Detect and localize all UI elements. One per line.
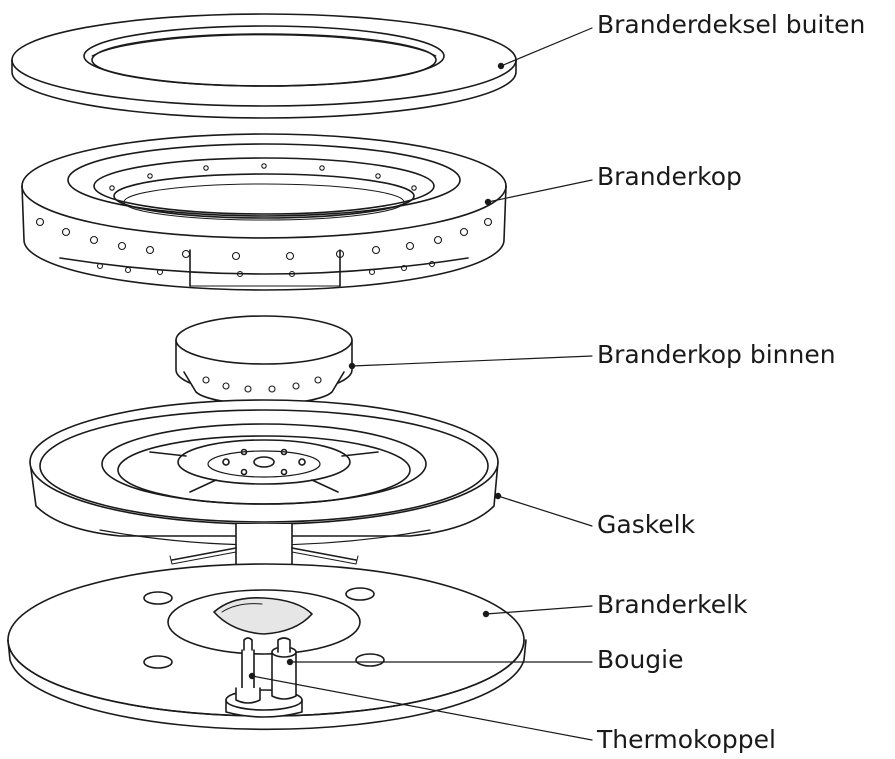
burner-head-holes xyxy=(35,163,493,278)
inner-burner-head xyxy=(175,315,353,405)
thermocouple xyxy=(235,637,261,704)
burner-bowl-plate xyxy=(7,563,527,731)
label-spark-plug: Bougie xyxy=(597,645,684,674)
label-gas-cup: Gaskelk xyxy=(597,510,696,539)
label-thermocouple: Thermokoppel xyxy=(597,725,776,754)
outer-cap-ring xyxy=(11,13,517,119)
label-burner-bowl: Branderkelk xyxy=(597,590,748,619)
label-burner-head: Branderkop xyxy=(597,162,742,191)
label-outer-cap: Branderdeksel buiten xyxy=(597,10,866,39)
burner-head xyxy=(21,133,507,291)
label-inner-burner-head: Branderkop binnen xyxy=(597,340,836,369)
leader-dots xyxy=(248,62,505,680)
gas-cup xyxy=(29,399,499,584)
leader-lines xyxy=(251,27,593,741)
